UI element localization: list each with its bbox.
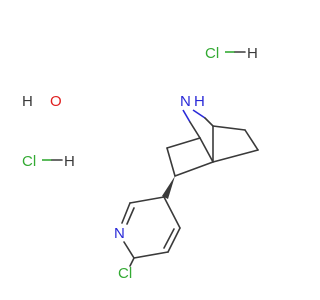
pyr-bond-c2-n: [121, 202, 131, 224]
bond-n-c1-upper: [182, 109, 191, 123]
bridge-nh-hydrogen-label: H: [194, 93, 205, 110]
bond-c2-c3: [166, 147, 176, 177]
bond-c1-c2: [166, 137, 201, 149]
hcl-left-chlorine-label: Cl: [22, 153, 36, 170]
pyridine-ring: N Cl: [114, 196, 181, 282]
pyr-bond-c6-c5: [133, 251, 169, 259]
bond-n-c4-upper: [192, 109, 206, 119]
water-molecule: H O: [22, 93, 62, 110]
hcl-left-hydrogen-label: H: [64, 153, 75, 170]
hcl-top-chlorine-label: Cl: [205, 45, 219, 62]
pyr-bond-c5-c4-double: [163, 228, 175, 249]
pyr-bond-c4-c3: [163, 196, 181, 229]
structure-diagram: Cl H H O Cl H N H: [22, 45, 259, 282]
hcl-salt-top: Cl H: [205, 45, 258, 62]
bond-n-c4: [204, 117, 214, 127]
pyr-bond-c3-c2: [129, 196, 165, 204]
bond-c1-c4-back: [199, 137, 214, 163]
water-hydrogen-label: H: [22, 93, 33, 110]
bond-c3-c4: [174, 161, 214, 177]
bond-c6-cl: [129, 257, 135, 267]
pyridine-nitrogen-label: N: [114, 225, 125, 242]
bond-n-c1: [189, 121, 201, 139]
pyridine-chlorine-label: Cl: [118, 265, 132, 282]
water-oxygen-label: O: [50, 93, 62, 110]
molecule-drawing: Cl H H O Cl H N H: [22, 45, 259, 282]
pyr-bond-c5-c4: [167, 227, 181, 253]
pyr-bond-n-c6: [123, 241, 135, 259]
hcl-salt-left: Cl H: [22, 153, 75, 170]
bridge-nitrogen-label: N: [180, 93, 191, 110]
bond-c5: [212, 125, 246, 131]
bond-c5-c6: [244, 129, 259, 151]
bond-c6-c4: [212, 149, 259, 163]
stereo-wedge-bond: [162, 176, 175, 199]
azabicycle: N H: [166, 93, 259, 177]
pyr-bond-c2-n-double: [126, 207, 135, 225]
hcl-top-hydrogen-label: H: [247, 45, 258, 62]
